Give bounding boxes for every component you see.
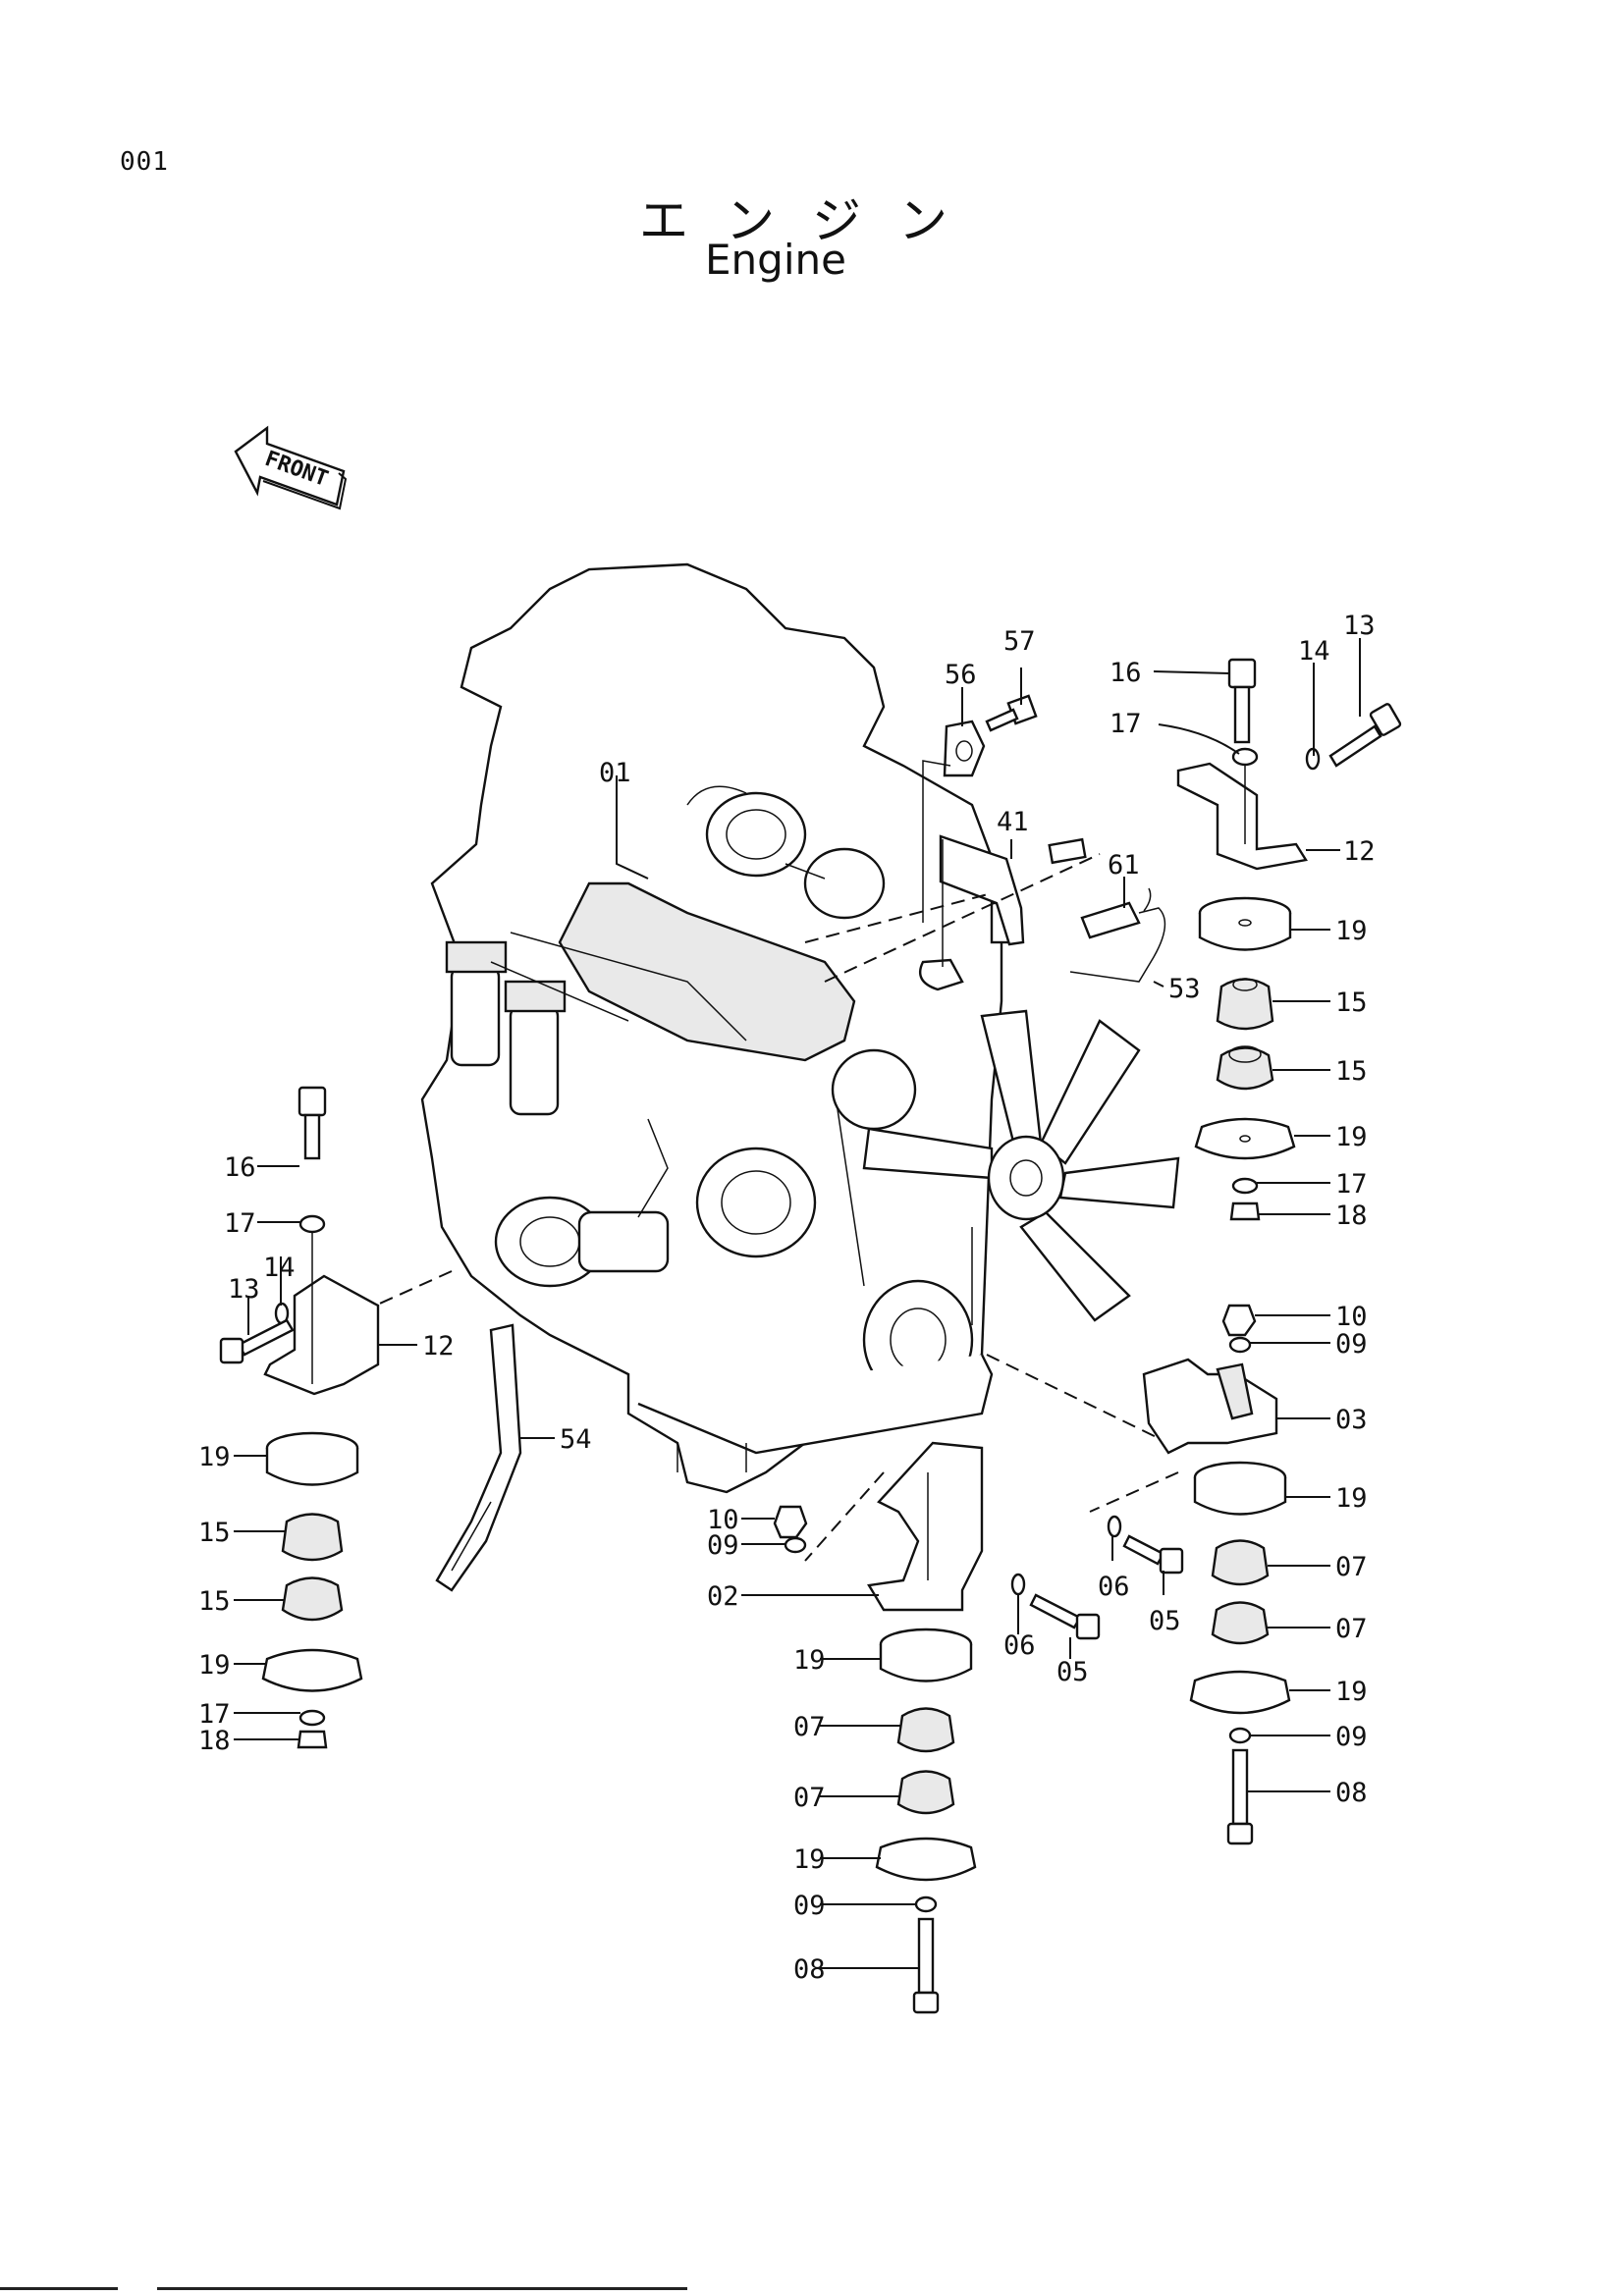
callout-right-17: 17 [1110,709,1142,739]
callout-center-08: 08 [793,1954,826,1985]
callout-rlow-05: 05 [1149,1606,1181,1636]
callout-rlow-03: 03 [1335,1405,1368,1435]
callout-center-19b: 19 [793,1844,826,1875]
callout-center-05: 05 [1056,1657,1089,1687]
callout-left-14: 14 [263,1253,296,1283]
callout-left-17: 17 [224,1208,256,1239]
callout-left-12: 12 [422,1331,455,1362]
callout-right-16: 16 [1110,658,1142,688]
front-arrow-icon: FRONT [234,425,348,510]
callout-center-10: 10 [707,1505,739,1535]
callout-center-06: 06 [1003,1630,1036,1661]
callout-left-18: 18 [198,1726,231,1756]
callout-left-16: 16 [224,1152,256,1183]
callout-41: 41 [997,807,1029,837]
callout-center-07b: 07 [793,1783,826,1813]
callout-right-13: 13 [1343,611,1376,641]
callout-right-19a: 19 [1335,916,1368,946]
callout-left-15b: 15 [198,1586,231,1617]
bracket-41 [939,834,1087,967]
clip-56 [922,720,986,923]
callout-61: 61 [1108,850,1140,881]
left-mount-stack [219,1086,555,1749]
callout-rlow-07b: 07 [1335,1614,1368,1644]
page-title-japanese: エンジン [639,192,985,249]
callout-labels: 57 56 01 41 61 53 16 17 14 13 12 19 15 1… [198,611,1376,1985]
callout-rlow-10: 10 [1335,1302,1368,1332]
callout-left-13: 13 [228,1274,260,1305]
callout-53: 53 [1168,974,1201,1004]
footer-rule-right [157,2287,687,2290]
center-mount-stack [741,1441,1101,2014]
callout-right-19b: 19 [1335,1122,1368,1152]
callout-left-15a: 15 [198,1518,231,1548]
right-mount-stack [1153,638,1402,1221]
callout-right-17b: 17 [1335,1169,1368,1200]
callout-center-09b: 09 [793,1891,826,1921]
callout-right-15b: 15 [1335,1056,1368,1087]
callout-01: 01 [599,758,631,788]
callout-rlow-08: 08 [1335,1778,1368,1808]
callout-right-14: 14 [1298,636,1330,667]
callout-rlow-09b: 09 [1335,1722,1368,1752]
callout-rlow-07a: 07 [1335,1552,1368,1582]
callout-center-09: 09 [707,1530,739,1561]
page-title-english: Engine [705,236,846,284]
callout-center-02: 02 [707,1581,739,1612]
sensor-61 [1069,887,1166,983]
callout-right-15a: 15 [1335,988,1368,1018]
callout-57: 57 [1003,626,1036,657]
footer-rule-left [0,2287,118,2290]
callout-left-19b: 19 [198,1650,231,1681]
engine-assembly [420,562,1180,1494]
callout-rlow-06: 06 [1098,1572,1130,1602]
bolt-57 [985,694,1038,732]
callout-left-54: 54 [560,1424,592,1455]
callout-center-07a: 07 [793,1712,826,1742]
callout-rlow-19b: 19 [1335,1677,1368,1707]
callout-rlow-09: 09 [1335,1329,1368,1360]
callout-right-18: 18 [1335,1201,1368,1231]
callout-center-19a: 19 [793,1645,826,1676]
callout-right-12: 12 [1343,836,1376,867]
callout-rlow-19a: 19 [1335,1483,1368,1514]
right-lower-mount-stack [1107,1304,1330,1845]
page-number: 001 [120,147,169,177]
fan-icon [862,1009,1180,1322]
callout-56: 56 [945,660,977,690]
callout-left-17b: 17 [198,1699,231,1730]
callout-left-19a: 19 [198,1442,231,1472]
